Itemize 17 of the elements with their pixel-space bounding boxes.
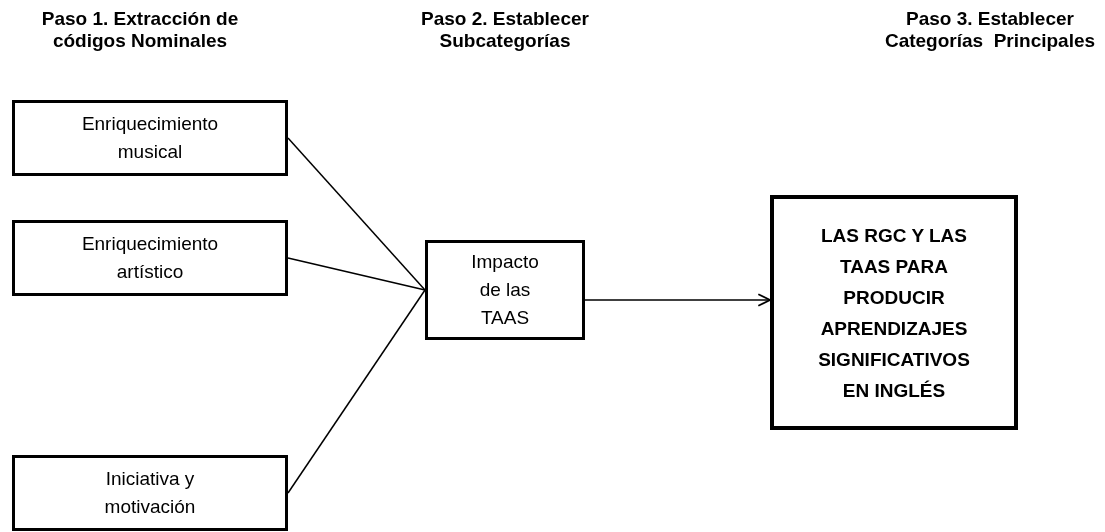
node-text: Iniciativa y motivación — [103, 467, 197, 519]
node-text: LAS RGC Y LAS TAAS PARA PRODUCIR APRENDIZAJES SIGNIFICATIVOS EN INGLÉS — [817, 223, 971, 403]
code-box — [12, 100, 288, 176]
code-box — [425, 240, 585, 340]
code-box — [12, 455, 288, 531]
step-heading: Paso 1. Extracción de códigos Nominales — [40, 8, 240, 52]
arrow — [584, 293, 771, 307]
category-box — [770, 195, 1018, 430]
node-text: Enriquecimiento musical — [80, 112, 220, 164]
step-heading: Paso 3. Establecer Categorías Principales — [883, 8, 1097, 52]
connector-line — [287, 257, 426, 291]
code-box — [12, 220, 288, 296]
connector-line — [287, 137, 426, 291]
node-text: Impacto de las TAAS — [470, 250, 540, 330]
connector-line — [287, 289, 426, 494]
node-text: Enriquecimiento artístico — [80, 232, 220, 284]
step-heading: Paso 2. Establecer Subcategorías — [420, 8, 590, 52]
